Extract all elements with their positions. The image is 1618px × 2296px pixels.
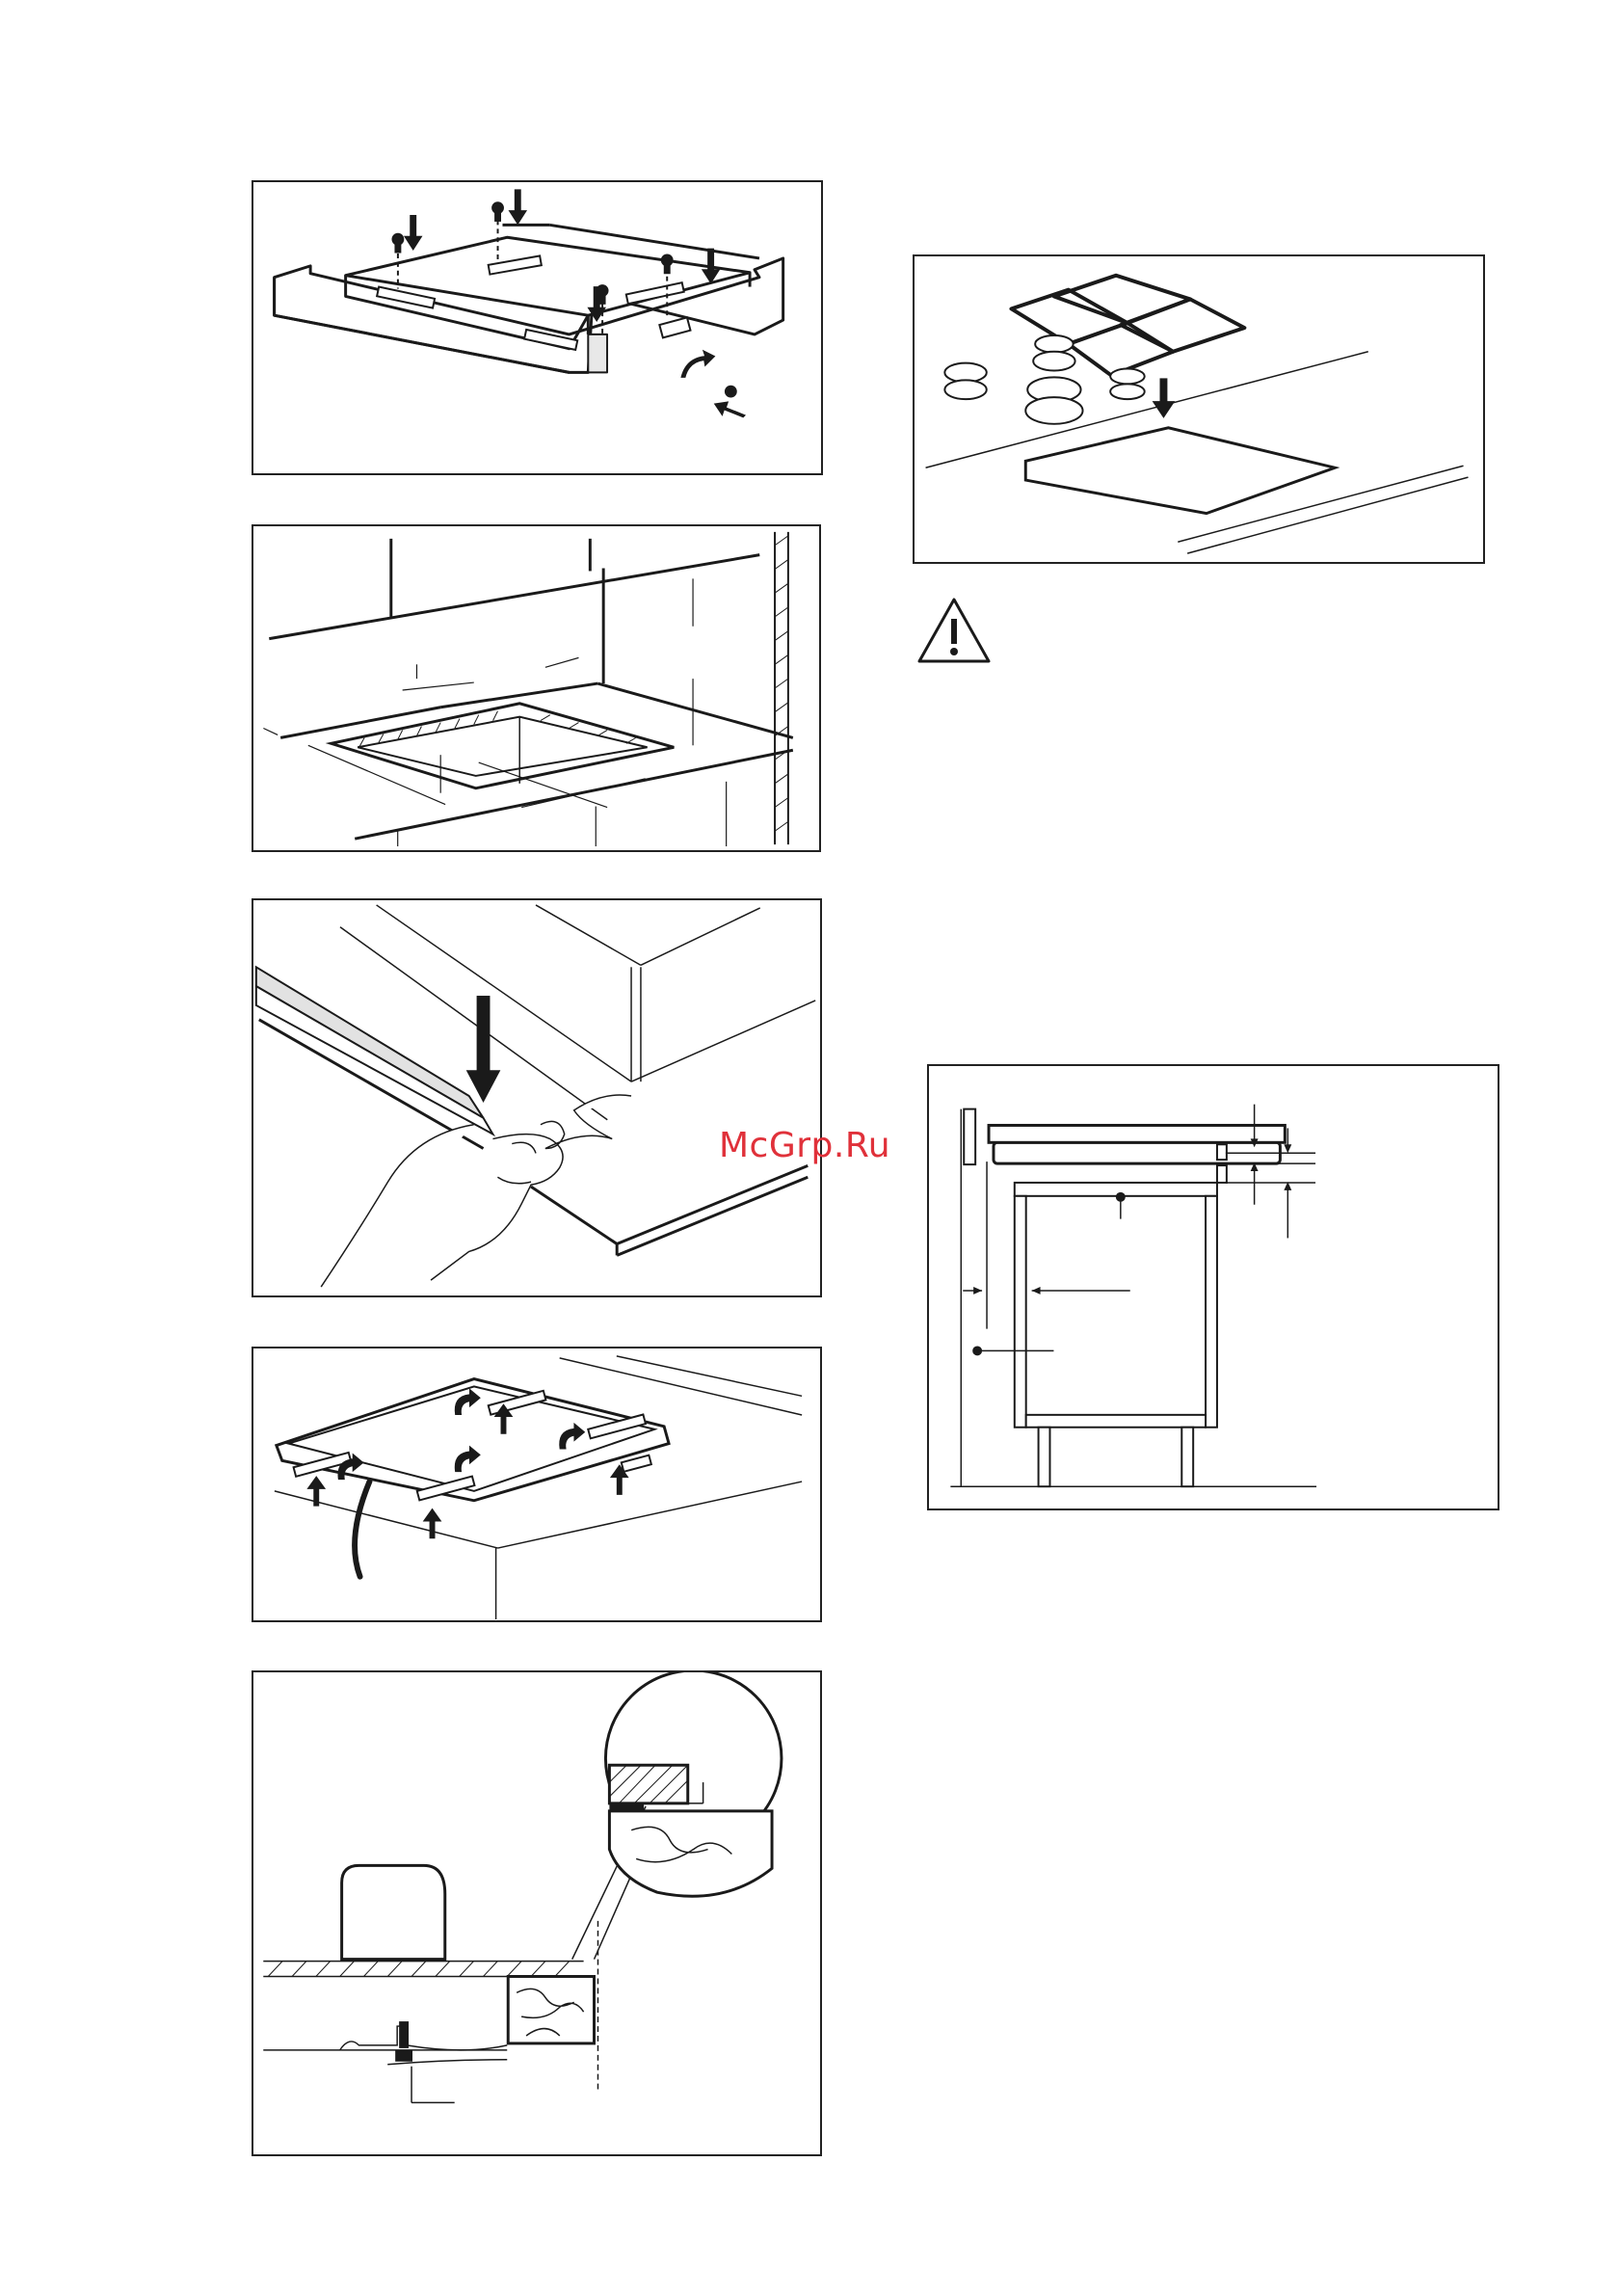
figure-clamp-detail bbox=[252, 1670, 822, 2156]
figure-cabinet-section bbox=[927, 1064, 1499, 1510]
brackets-drawing bbox=[253, 1348, 820, 1620]
warning-triangle-icon bbox=[915, 596, 993, 665]
seal-drawing bbox=[253, 900, 820, 1295]
figure-cutout-dimensions bbox=[252, 524, 821, 852]
clamp-drawing bbox=[253, 1672, 820, 2154]
cutout-drawing bbox=[253, 526, 819, 850]
figure-fixing-brackets bbox=[252, 180, 823, 475]
figure-brackets-rotate bbox=[252, 1347, 822, 1622]
fixing-brackets-drawing bbox=[253, 182, 821, 473]
watermark-text: McGrp.Ru bbox=[719, 1126, 890, 1165]
figure-grid-burners bbox=[913, 254, 1485, 564]
grid-burners-drawing bbox=[915, 256, 1483, 562]
cabinet-drawing bbox=[929, 1066, 1498, 1508]
figure-sealing-strip bbox=[252, 898, 822, 1297]
